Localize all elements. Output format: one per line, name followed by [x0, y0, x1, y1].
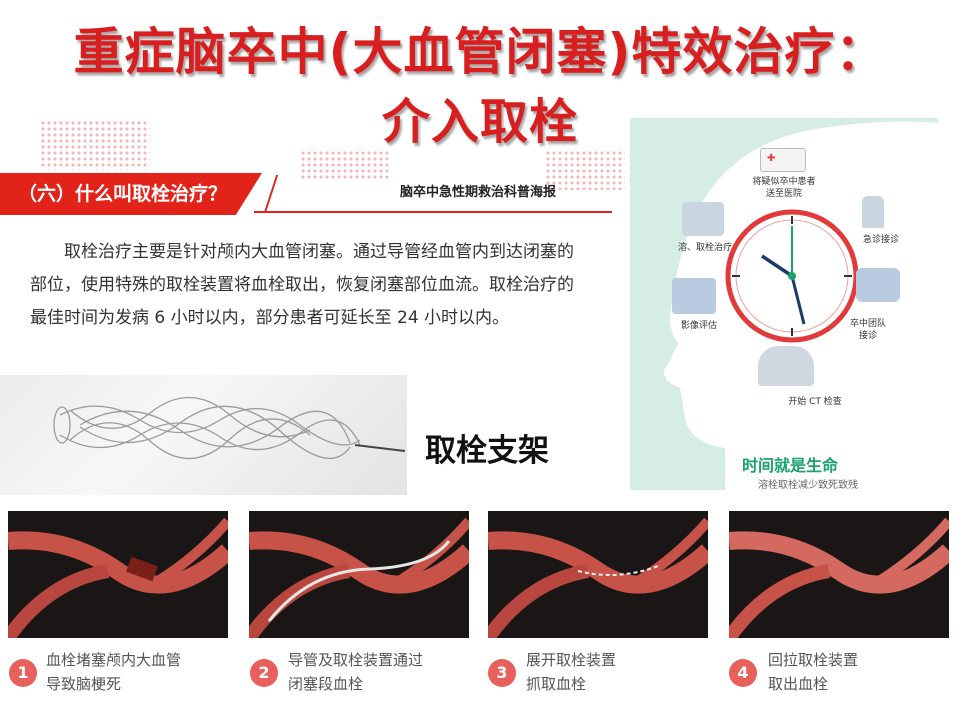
- step-caption-2: 导管及取栓装置通过 闭塞段血栓: [288, 648, 423, 696]
- procedure-image-1: [8, 511, 228, 638]
- ct-scanner-icon: [758, 346, 814, 386]
- catheter-insertion-illustration: [249, 517, 469, 638]
- step-number-3: 3: [488, 659, 516, 687]
- banner-ribbon: [0, 173, 262, 215]
- procedure-image-3: [488, 511, 708, 638]
- step-caption-1-line1: 血栓堵塞颅内大血管: [46, 651, 182, 669]
- step-caption-3-line1: 展开取栓装置: [526, 651, 617, 669]
- banner-underline: [254, 211, 612, 213]
- stent-deployment-illustration: [488, 517, 708, 638]
- dot-pattern: [300, 150, 390, 180]
- step-label-imaging: 影像评估: [680, 321, 717, 331]
- procedure-image-4: [729, 511, 949, 638]
- step-caption-4-line2: 取出血栓: [768, 675, 829, 693]
- imaging-icon: [672, 278, 716, 314]
- treatment-icon: [682, 202, 724, 236]
- step-label-treatment: 溶、取栓治疗: [677, 243, 732, 253]
- step-label-team: 卒中团队接诊: [849, 319, 886, 341]
- stent-illustration: [53, 396, 406, 460]
- dot-pattern: [40, 120, 150, 170]
- step-caption-3: 展开取栓装置 抓取血栓: [526, 648, 616, 696]
- step-number-1: 1: [9, 659, 37, 687]
- timeline-infographic: ✚ 将疑似卒中患者送至医院 急诊接诊 卒中团队接诊 开始 CT 检查 影像评估 …: [630, 118, 938, 490]
- clot-removal-illustration: [729, 517, 949, 638]
- step-number-4: 4: [729, 659, 757, 687]
- step-caption-2-line1: 导管及取栓装置通过: [288, 651, 424, 669]
- step-label-ct: 开始 CT 检查: [788, 397, 842, 407]
- clock-icon: [725, 209, 859, 343]
- stent-photo: [0, 375, 407, 495]
- title-line-2: 介入取栓: [381, 94, 578, 150]
- step-caption-1: 血栓堵塞颅内大血管 导致脑梗死: [46, 648, 181, 696]
- step-caption-2-line2: 闭塞段血栓: [288, 675, 364, 693]
- step-caption-4: 回拉取栓装置 取出血栓: [768, 648, 858, 696]
- banner-divider: [263, 175, 279, 213]
- procedure-image-2: [249, 511, 469, 638]
- step-label-er: 急诊接诊: [862, 235, 899, 245]
- step-caption-3-line2: 抓取血栓: [526, 675, 587, 693]
- ambulance-icon: ✚: [760, 148, 806, 172]
- slogan: 时间就是生命: [742, 456, 839, 475]
- dot-pattern: [545, 150, 625, 190]
- step-label-arrival: 将疑似卒中患者送至医院: [752, 177, 816, 199]
- step-caption-4-line1: 回拉取栓装置: [768, 651, 859, 669]
- step-number-2: 2: [250, 659, 278, 687]
- section-banner: （六）什么叫取栓治疗？ 脑卒中急性期救治科普海报: [0, 173, 612, 215]
- nurse-icon: [862, 196, 884, 228]
- vessel-occlusion-illustration: [8, 517, 228, 638]
- stent-label: 取栓支架: [425, 433, 549, 469]
- poster-name: 脑卒中急性期救治科普海报: [400, 185, 557, 200]
- title-line-1: 重症脑卒中(大血管闭塞)特效治疗：: [73, 23, 887, 81]
- slogan-subtitle: 溶栓取栓减少致死致残: [758, 480, 858, 490]
- section-heading: （六）什么叫取栓治疗？: [18, 183, 228, 205]
- step-caption-1-line2: 导致脑梗死: [46, 675, 122, 693]
- body-paragraph: 取栓治疗主要是针对颅内大血管闭塞。通过导管经血管内到达闭塞的部位，使用特殊的取栓…: [30, 242, 574, 328]
- team-icon: [856, 268, 900, 302]
